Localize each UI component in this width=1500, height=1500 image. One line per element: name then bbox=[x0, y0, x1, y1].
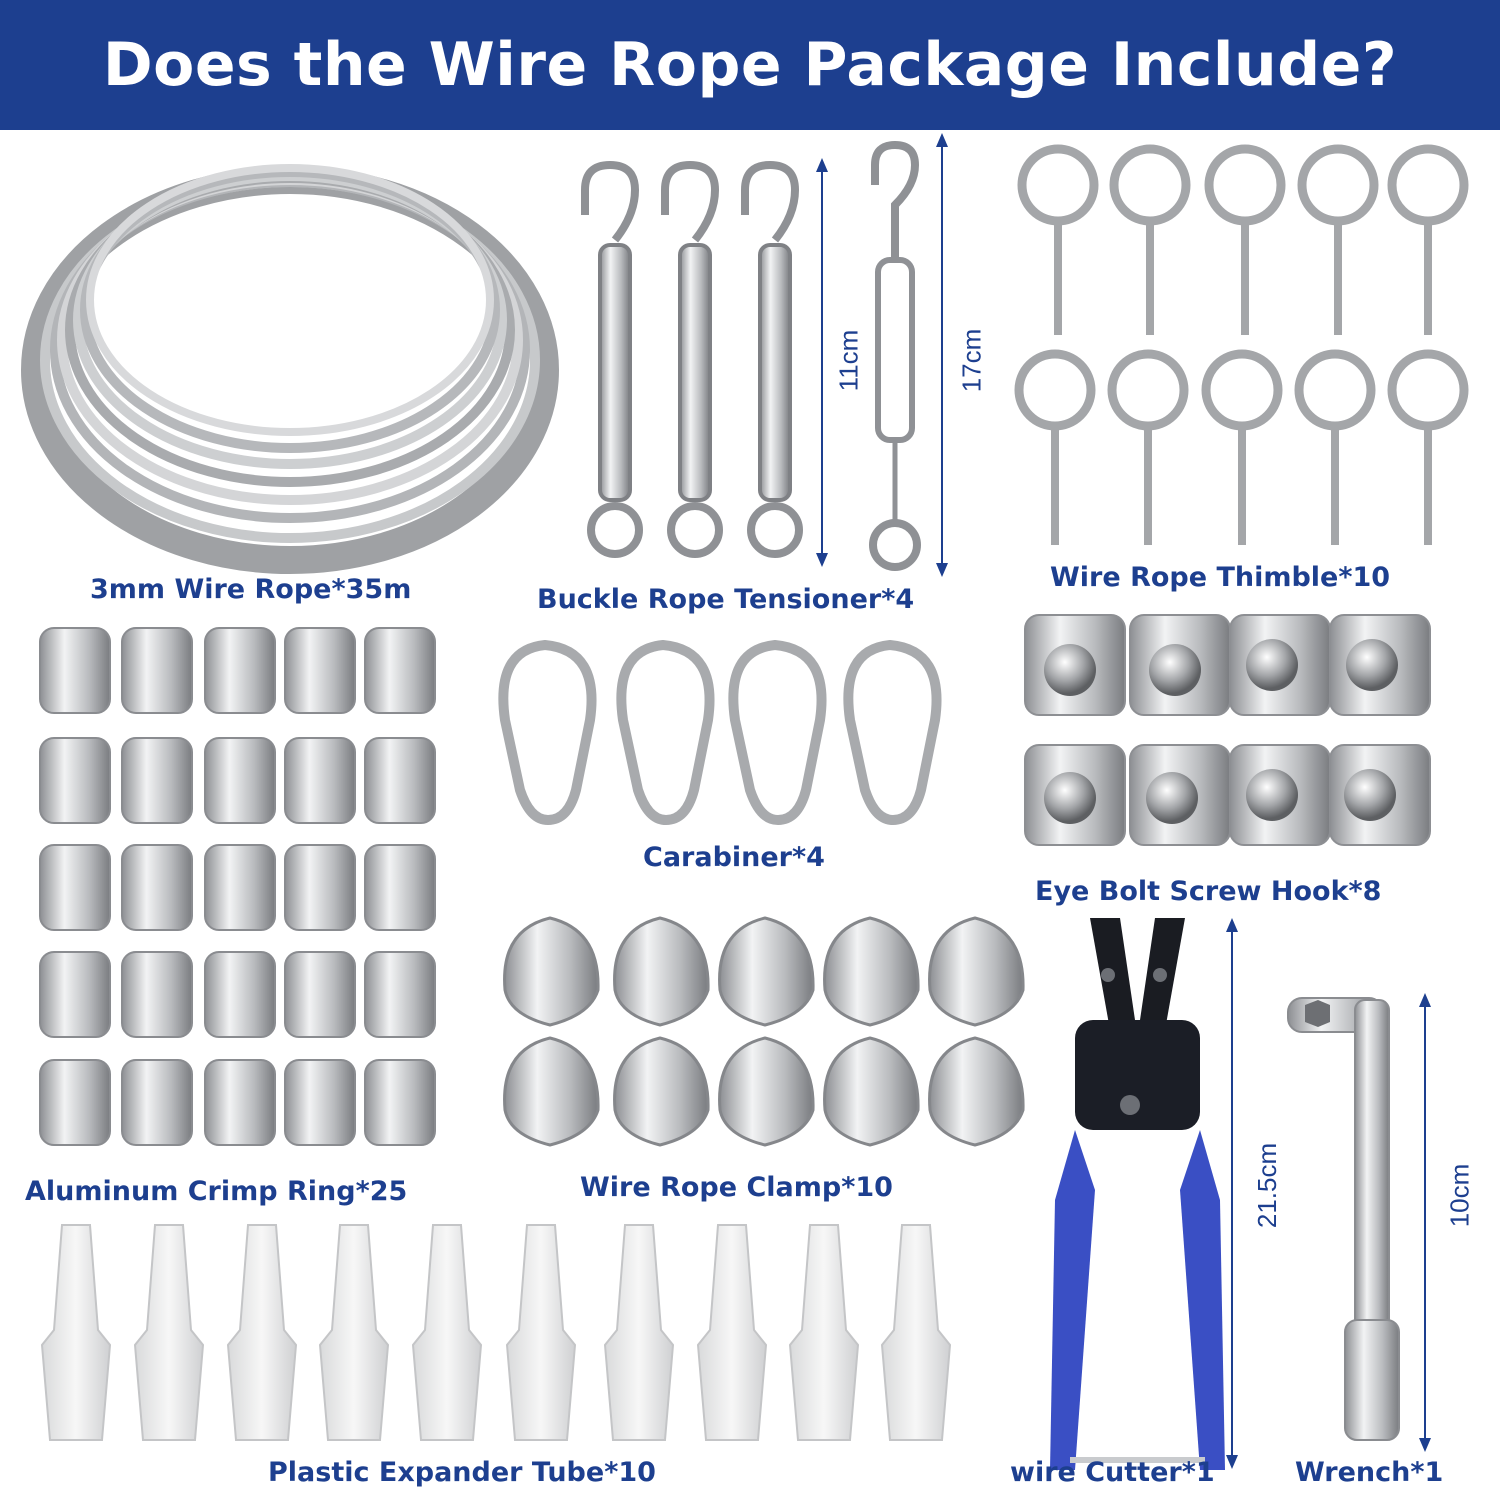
label-expander-tube: Plastic Expander Tube*10 bbox=[268, 1457, 656, 1488]
eye-screw-images bbox=[1014, 144, 1469, 545]
carabiner-images bbox=[498, 639, 942, 826]
dimension-10cm: 10cm bbox=[1444, 1163, 1475, 1228]
dimension-11cm: 11cm bbox=[833, 329, 864, 392]
thimble-images bbox=[503, 916, 1025, 1147]
crimp-ring-images bbox=[39, 627, 436, 1146]
dimension-arrow-cutter bbox=[1226, 918, 1238, 1469]
label-wrench: Wrench*1 bbox=[1295, 1457, 1444, 1488]
tensioner-images bbox=[581, 140, 921, 571]
label-thimble-top: Wire Rope Thimble*10 bbox=[1050, 562, 1391, 593]
label-tensioner: Buckle Rope Tensioner*4 bbox=[537, 584, 915, 615]
label-crimp-ring: Aluminum Crimp Ring*25 bbox=[25, 1176, 408, 1207]
expander-tube-images bbox=[40, 1224, 952, 1441]
dimension-17cm: 17cm bbox=[956, 328, 987, 393]
wrench-image bbox=[1287, 997, 1400, 1441]
label-carabiner: Carabiner*4 bbox=[643, 842, 825, 873]
label-wire-clamp: Wire Rope Clamp*10 bbox=[580, 1172, 893, 1203]
dimension-21-5cm: 21.5cm bbox=[1252, 1142, 1283, 1229]
page-title: Does the Wire Rope Package Include? bbox=[102, 30, 1398, 100]
label-wire-cutter: wire Cutter*1 bbox=[1010, 1457, 1215, 1488]
label-eye-bolt: Eye Bolt Screw Hook*8 bbox=[1035, 876, 1382, 907]
wire-rope-coil-image bbox=[21, 164, 559, 574]
dimension-arrow-wrench bbox=[1419, 993, 1431, 1452]
title-banner: Does the Wire Rope Package Include? bbox=[0, 0, 1500, 130]
label-wire-rope: 3mm Wire Rope*35m bbox=[90, 574, 412, 605]
dimension-arrows-tensioner bbox=[816, 133, 948, 577]
wire-cutter-image bbox=[1050, 918, 1225, 1470]
wire-rope-clamp-images bbox=[1024, 614, 1431, 846]
